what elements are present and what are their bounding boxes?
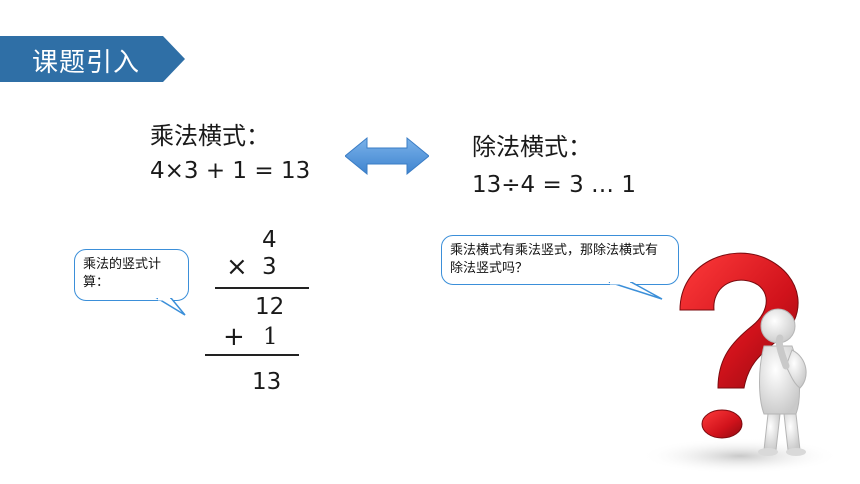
vertical-times-sign: ×	[226, 252, 248, 282]
vertical-result: 13	[252, 369, 282, 395]
division-heading: 除法横式：	[472, 133, 592, 161]
vertical-plus-sign: +	[223, 322, 245, 352]
division-equation: 13÷4 = 3 … 1	[472, 172, 636, 198]
vertical-addend: 1	[263, 324, 278, 350]
banner-shape-icon	[0, 36, 185, 82]
bubble-tail-icon	[608, 282, 663, 300]
bubble-tail-icon	[155, 298, 186, 316]
vertical-multiplier: 3	[262, 254, 277, 280]
question-mark-figure-icon	[640, 238, 850, 482]
vertical-rule-2	[205, 354, 299, 356]
vertical-product: 12	[255, 294, 285, 320]
double-arrow-icon	[344, 136, 430, 180]
banner-title: 课题引入	[32, 48, 141, 78]
multiplication-equation: 4×3 + 1 = 13	[150, 158, 311, 184]
vertical-rule-1	[215, 287, 309, 289]
vertical-top-digit: 4	[262, 227, 277, 253]
section-banner: 课题引入	[0, 36, 185, 82]
multiplication-heading: 乘法横式：	[150, 122, 270, 150]
bubble-text: 乘法的竖式计算：	[83, 257, 162, 290]
division-question-bubble: 乘法横式有乘法竖式，那除法横式有除法竖式吗？	[441, 235, 679, 285]
bubble-text: 乘法横式有乘法竖式，那除法横式有除法竖式吗？	[450, 243, 659, 276]
multiplication-vertical-bubble: 乘法的竖式计算：	[74, 249, 189, 301]
